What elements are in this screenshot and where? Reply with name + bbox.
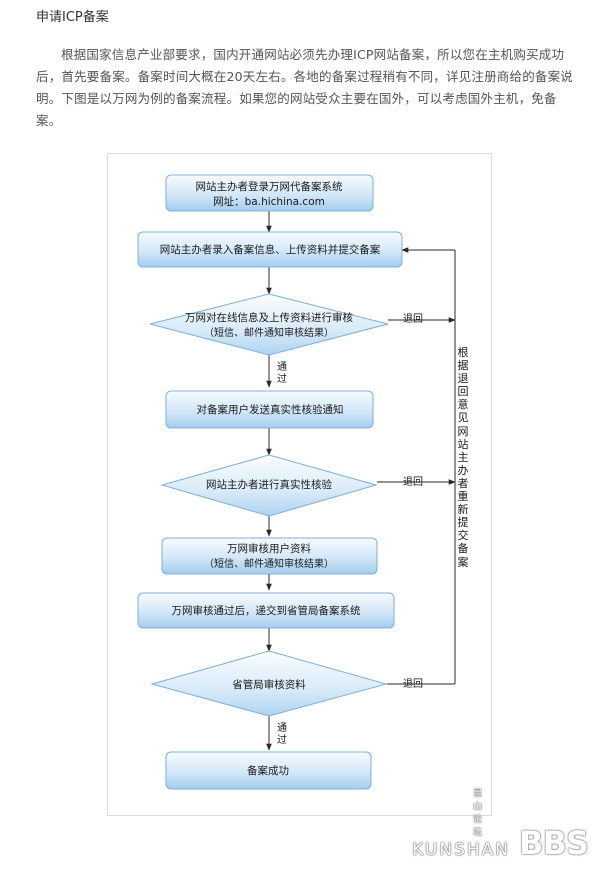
step-submit-label: 网站主办者录入备案信息、上传资料并提交备案 [160, 243, 381, 256]
decision-review1-line1: 万网对在线信息及上传资料进行审核 [185, 311, 353, 324]
decision-verify [160, 454, 378, 517]
pass-label-2a: 通 [277, 722, 287, 734]
connectors [266, 211, 456, 751]
return-label-1: 退回 [403, 313, 423, 325]
decision-bureau [150, 650, 388, 717]
step-forward-label: 万网审核通过后，递交到省管局备案系统 [172, 604, 361, 617]
step-success-label: 备案成功 [247, 764, 289, 777]
step-forward-box [137, 592, 395, 629]
watermark-cn: 昆山论坛 [472, 789, 483, 838]
step-login-line1: 网站主办者登录万网代备案系统 [196, 180, 343, 193]
pass-label-1a: 通 [277, 361, 287, 373]
watermark-bbs: BBS [519, 824, 589, 862]
step-review2-box [161, 537, 378, 575]
side-note-resubmit: 根据退回意见网站主办者重新提交备案 [456, 346, 470, 569]
step-notice-label: 对备案用户发送真实性核验通知 [197, 403, 344, 416]
return-label-3: 退回 [403, 678, 423, 690]
step-login-line2: 网址：ba.hichina.com [213, 195, 325, 208]
return-label-2: 退回 [403, 476, 423, 488]
decision-bureau-label: 省管局审核资料 [232, 678, 306, 691]
page-title: 申请ICP备案 [36, 10, 109, 25]
decision-verify-label: 网站主办者进行真实性核验 [206, 478, 332, 491]
decision-review1 [149, 293, 389, 356]
step-login-box [165, 174, 374, 212]
intro-paragraph: 根据国家信息产业部要求，国内开通网站必须先办理ICP网站备案，所以您在主机购买成… [36, 47, 574, 128]
pass-label-1b: 过 [277, 372, 287, 385]
step-success-box [165, 751, 372, 790]
decision-review1-line2: （短信、邮件通知审核结果） [204, 326, 334, 339]
step-notice-box [165, 390, 374, 429]
step-review2-line2: （短信、邮件通知审核结果） [204, 557, 334, 570]
step-submit-box [137, 231, 403, 268]
step-review2-line1: 万网审核用户资料 [227, 542, 311, 555]
pass-label-2b: 过 [277, 733, 287, 746]
watermark-en: KUNSHAN [412, 840, 510, 860]
